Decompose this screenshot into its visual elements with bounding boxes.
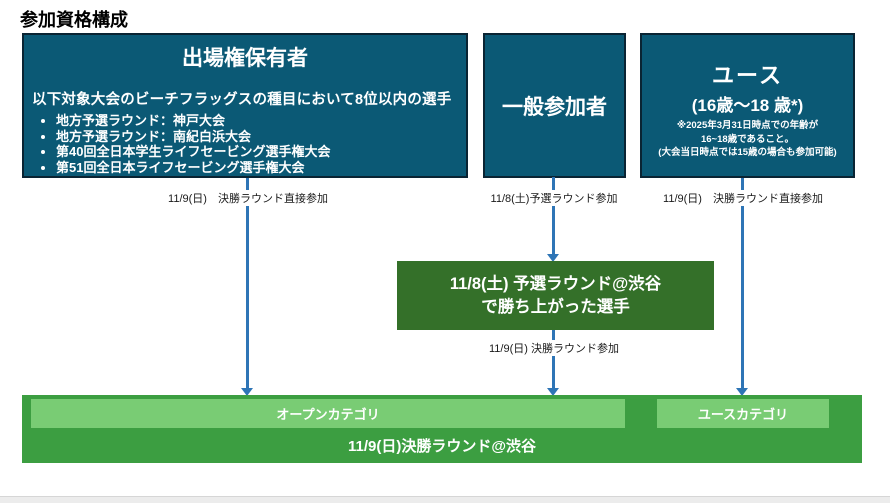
- flow-label-holders: 11/9(日) 決勝ラウンド直接参加: [165, 190, 331, 206]
- arrow-holders-line: [246, 178, 249, 389]
- prelim-winners-line1: 11/8(土) 予選ラウンド@渋谷: [449, 274, 662, 293]
- arrow-general-down-icon: [547, 254, 559, 262]
- arrow-qualifier-line: [552, 330, 555, 389]
- arrow-qualifier-down-icon: [547, 388, 559, 396]
- youth-category-box: ユースカテゴリ: [657, 399, 829, 428]
- final-round-label: 11/9(日)決勝ラウンド@渋谷: [348, 438, 536, 455]
- youth-title: ユース: [712, 63, 783, 88]
- holders-bullet-item: 地方予選ラウンド：南紀白浜大会: [56, 129, 466, 145]
- general-title: 一般参加者: [502, 95, 607, 119]
- youth-note-line: 16~18歳であること。: [700, 133, 795, 145]
- page-title: 参加資格構成: [20, 10, 128, 30]
- box-qualification-holders: 出場権保有者 以下対象大会のビーチフラッグスの種目において8位以内の選手 地方予…: [22, 33, 468, 178]
- arrow-youth-down-icon: [736, 388, 748, 396]
- youth-category-label: ユースカテゴリ: [697, 407, 789, 422]
- box-prelim-winners: 11/8(土) 予選ラウンド@渋谷 で勝ち上がった選手: [397, 261, 714, 330]
- final-round-bar: オープンカテゴリ ユースカテゴリ 11/9(日)決勝ラウンド@渋谷: [22, 395, 862, 463]
- open-category-label: オープンカテゴリ: [276, 407, 380, 422]
- flow-label-general: 11/8(土)予選ラウンド参加: [487, 190, 621, 206]
- flow-label-youth: 11/9(日) 決勝ラウンド直接参加: [660, 190, 826, 206]
- youth-note-line: ※2025年3月31日時点での年齢が: [676, 120, 819, 131]
- youth-subtitle: (16歳〜18 歳*): [691, 96, 804, 115]
- open-category-box: オープンカテゴリ: [31, 399, 625, 428]
- holders-bullet-item: 第51回全日本ライフセービング選手権大会: [56, 160, 466, 176]
- holders-bullet-item: 地方予選ラウンド：神戸大会: [56, 113, 466, 129]
- holders-subtitle: 以下対象大会のビーチフラッグスの種目において8位以内の選手: [32, 92, 452, 108]
- window-bottom-edge: [0, 496, 890, 503]
- box-youth: ユース (16歳〜18 歳*) ※2025年3月31日時点での年齢が 16~18…: [640, 33, 855, 178]
- holders-bullet-item: 第40回全日本学生ライフセービング選手権大会: [56, 144, 466, 160]
- holders-title: 出場権保有者: [182, 47, 308, 70]
- holders-bullet-list: 地方予選ラウンド：神戸大会 地方予選ラウンド：南紀白浜大会 第40回全日本学生ラ…: [24, 113, 466, 175]
- arrow-general-line: [552, 177, 555, 256]
- prelim-winners-line2: で勝ち上がった選手: [481, 297, 630, 316]
- youth-notes: ※2025年3月31日時点での年齢が 16~18歳であること。 (大会当日時点で…: [642, 119, 853, 160]
- youth-note-line: (大会当日時点では15歳の場合も参加可能): [658, 147, 837, 158]
- arrow-youth-line: [741, 178, 744, 389]
- box-general-participants: 一般参加者: [483, 33, 626, 178]
- flow-label-qualifier: 11/9(日) 決勝ラウンド参加: [486, 340, 622, 356]
- arrow-holders-down-icon: [241, 388, 253, 396]
